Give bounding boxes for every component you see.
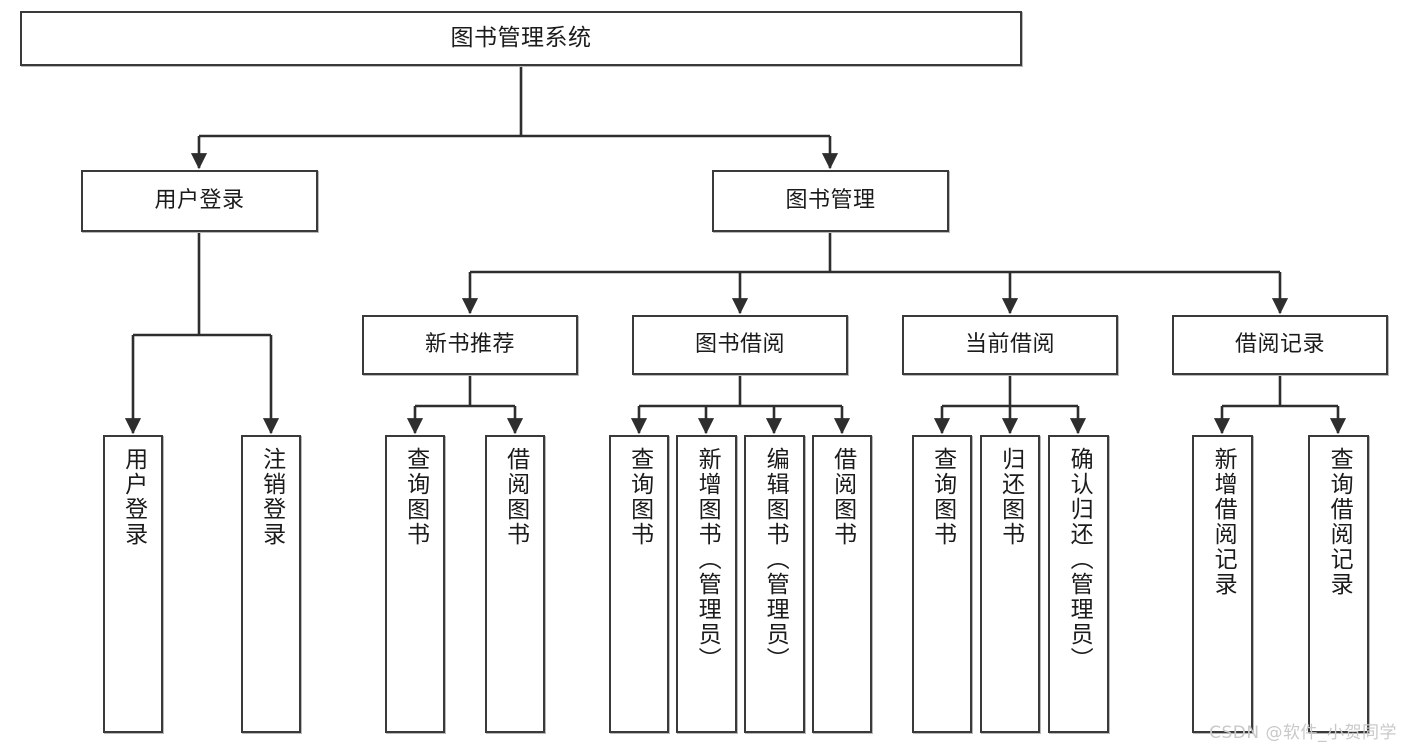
leaf-borrow-book-2[interactable]: 借阅图书 xyxy=(812,435,872,733)
node-label: 借阅图书 xyxy=(829,447,856,547)
leaf-user-logout[interactable]: 注销登录 xyxy=(241,435,301,733)
node-book-manage[interactable]: 图书管理 xyxy=(712,170,949,232)
node-label: 归还图书 xyxy=(997,447,1024,547)
node-label: 借阅记录 xyxy=(1234,331,1325,357)
node-new-book-rec[interactable]: 新书推荐 xyxy=(362,315,578,375)
node-user-login[interactable]: 用户登录 xyxy=(81,170,318,232)
node-label: 编辑图书（管理员） xyxy=(762,447,789,672)
node-label: 确认归还（管理员） xyxy=(1066,447,1093,672)
leaf-add-book[interactable]: 新增图书（管理员） xyxy=(676,435,737,733)
node-label: 用户登录 xyxy=(120,447,147,547)
leaf-query-book-3[interactable]: 查询图书 xyxy=(912,435,972,733)
node-current-borrow[interactable]: 当前借阅 xyxy=(902,315,1118,375)
node-label: 查询借阅记录 xyxy=(1326,447,1353,597)
watermark-text: CSDN @软件_小贺同学 xyxy=(1209,723,1397,743)
node-label: 借阅图书 xyxy=(502,447,529,547)
leaf-confirm-return[interactable]: 确认归还（管理员） xyxy=(1048,435,1109,733)
node-label: 新增借阅记录 xyxy=(1210,447,1237,597)
leaf-query-book-2[interactable]: 查询图书 xyxy=(609,435,669,733)
node-label: 查询图书 xyxy=(626,447,653,547)
node-book-borrow[interactable]: 图书借阅 xyxy=(632,315,848,375)
node-root-system[interactable]: 图书管理系统 xyxy=(20,11,1022,66)
node-label: 查询图书 xyxy=(929,447,956,547)
node-label: 注销登录 xyxy=(258,447,285,547)
leaf-edit-book[interactable]: 编辑图书（管理员） xyxy=(744,435,805,733)
leaf-borrow-book-1[interactable]: 借阅图书 xyxy=(485,435,545,733)
node-label: 新增图书（管理员） xyxy=(694,447,721,672)
node-label: 图书管理系统 xyxy=(450,24,592,51)
leaf-return-book[interactable]: 归还图书 xyxy=(980,435,1040,733)
leaf-query-book-1[interactable]: 查询图书 xyxy=(385,435,445,733)
node-label: 图书管理 xyxy=(785,187,876,213)
leaf-user-login[interactable]: 用户登录 xyxy=(103,435,163,733)
leaf-add-record[interactable]: 新增借阅记录 xyxy=(1192,435,1253,733)
node-label: 新书推荐 xyxy=(424,331,515,357)
node-label: 当前借阅 xyxy=(964,331,1055,357)
node-label: 用户登录 xyxy=(154,187,245,213)
node-label: 查询图书 xyxy=(402,447,429,547)
node-label: 图书借阅 xyxy=(694,331,785,357)
leaf-query-record[interactable]: 查询借阅记录 xyxy=(1308,435,1369,733)
node-borrow-record[interactable]: 借阅记录 xyxy=(1172,315,1388,375)
